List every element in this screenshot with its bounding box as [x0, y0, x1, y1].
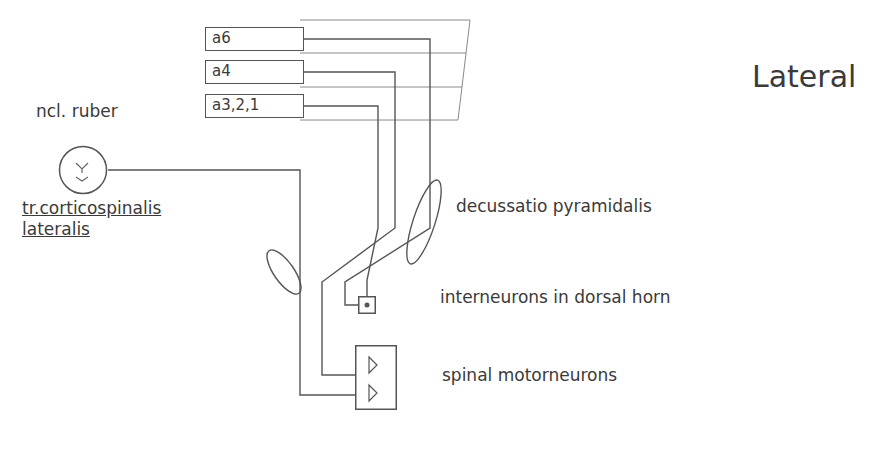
area-box: a4: [205, 60, 304, 84]
fiber-line: [304, 39, 430, 305]
box-outline: [355, 345, 397, 410]
nucleus-circle: ncl. ruber: [58, 145, 108, 195]
box-outline: [358, 296, 376, 314]
decussation-oval: [400, 177, 448, 267]
area-label: a4: [206, 61, 303, 81]
area-box: a3,2,1: [205, 94, 304, 118]
node-label: interneurons in dorsal horn: [438, 287, 673, 307]
area-box: a6: [205, 27, 304, 51]
frame-line: [300, 87, 462, 88]
motoneuron-mark: [369, 357, 377, 401]
interneuron-box: interneurons in dorsal horn: [358, 296, 376, 314]
node-label: ncl. ruber: [34, 101, 120, 121]
nucleus-ring: [60, 147, 107, 194]
heading-note: Lateral: [752, 58, 856, 96]
frame-line: [300, 20, 470, 21]
box-border: [356, 346, 397, 410]
area-label: a6: [206, 28, 303, 48]
area-label: a3,2,1: [206, 95, 303, 115]
decussation-label: decussatio pyramidalis: [456, 196, 652, 217]
fiber-line: [304, 106, 378, 296]
fiber-line: [304, 72, 395, 375]
tract-label: tr.corticospinalis lateralis: [22, 198, 187, 241]
frame-line: [300, 120, 458, 121]
neuron-dot: [365, 303, 370, 308]
motoneuron-box: spinal motorneurons: [355, 345, 397, 410]
nucleus-outline: [58, 145, 108, 195]
box-border: [359, 297, 376, 314]
frame-line: [300, 53, 466, 54]
frame-line: [458, 20, 470, 120]
neuron-mark: [76, 163, 88, 181]
node-label: spinal motorneurons: [440, 365, 619, 385]
